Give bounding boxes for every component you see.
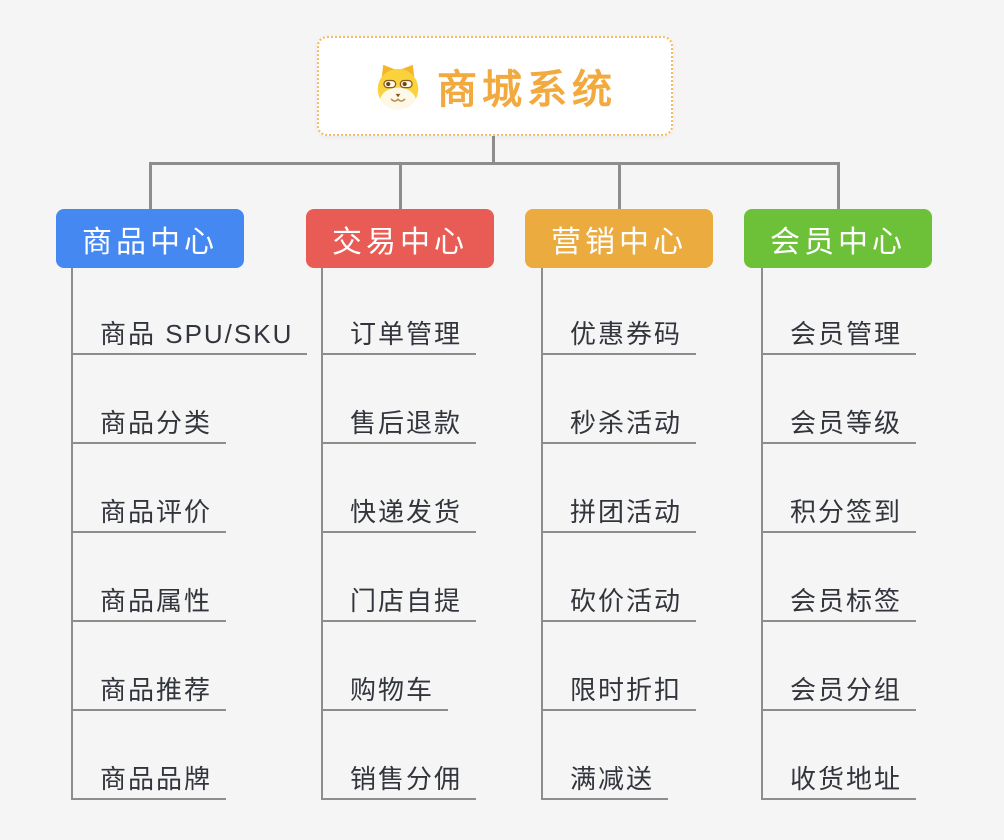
- leaf-node[interactable]: 商品属性: [72, 585, 227, 622]
- leaf-node[interactable]: 会员管理: [762, 318, 917, 355]
- leaf-node[interactable]: 限时折扣: [542, 674, 697, 711]
- leaf-node[interactable]: 会员分组: [762, 674, 917, 711]
- connector-branch-vline-marketing: [541, 268, 543, 800]
- leaf-node[interactable]: 商品分类: [72, 407, 227, 444]
- branch-node-member-center[interactable]: 会员中心: [744, 209, 932, 268]
- connector-drop-marketing: [618, 162, 621, 210]
- leaf-node[interactable]: 购物车: [322, 674, 449, 711]
- leaf-node[interactable]: 会员等级: [762, 407, 917, 444]
- leaf-node[interactable]: 优惠券码: [542, 318, 697, 355]
- dog-face-icon: [377, 64, 419, 110]
- leaf-node[interactable]: 秒杀活动: [542, 407, 697, 444]
- leaf-node[interactable]: 订单管理: [322, 318, 477, 355]
- leaf-node[interactable]: 门店自提: [322, 585, 477, 622]
- branch-node-product-center[interactable]: 商品中心: [56, 209, 244, 268]
- branch-node-marketing-center[interactable]: 营销中心: [525, 209, 713, 268]
- connector-drop-trade: [399, 162, 402, 210]
- leaf-node[interactable]: 商品 SPU/SKU: [72, 318, 308, 355]
- root-node-title: 商城系统: [437, 68, 617, 112]
- leaf-node[interactable]: 商品推荐: [72, 674, 227, 711]
- leaf-node[interactable]: 售后退款: [322, 407, 477, 444]
- connector-branch-vline-member: [761, 268, 763, 800]
- connector-branch-vline-trade: [321, 268, 323, 800]
- leaf-node[interactable]: 砍价活动: [542, 585, 697, 622]
- branch-node-trade-center[interactable]: 交易中心: [306, 209, 494, 268]
- leaf-node[interactable]: 积分签到: [762, 496, 917, 533]
- leaf-node[interactable]: 会员标签: [762, 585, 917, 622]
- connector-root-stem: [492, 136, 495, 163]
- connector-drop-product: [149, 162, 152, 210]
- leaf-node[interactable]: 拼团活动: [542, 496, 697, 533]
- leaf-node[interactable]: 商品品牌: [72, 763, 227, 800]
- connector-horizontal-bar: [149, 162, 840, 165]
- connector-branch-vline-product: [71, 268, 73, 800]
- leaf-node[interactable]: 销售分佣: [322, 763, 477, 800]
- connector-drop-member: [837, 162, 840, 210]
- leaf-node[interactable]: 商品评价: [72, 496, 227, 533]
- leaf-node[interactable]: 快递发货: [322, 496, 477, 533]
- leaf-node[interactable]: 收货地址: [762, 763, 917, 800]
- leaf-node[interactable]: 满减送: [542, 763, 669, 800]
- root-node[interactable]: 商城系统: [317, 36, 673, 136]
